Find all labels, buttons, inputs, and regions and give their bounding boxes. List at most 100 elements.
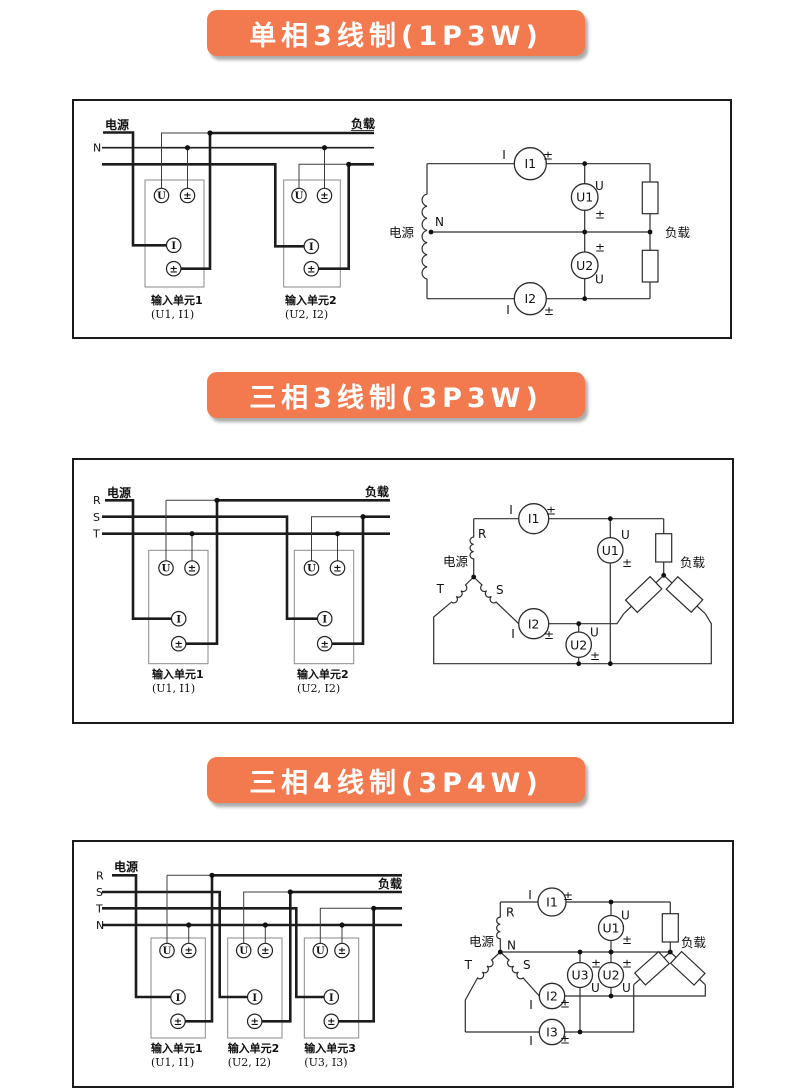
t-source-wire <box>102 907 325 999</box>
load-resistor <box>669 950 706 986</box>
u3-voltage-tap <box>319 907 374 944</box>
i2-meter-label: I2 <box>528 617 540 632</box>
line1-load-wire <box>181 131 374 270</box>
u1-meter-label: U1 <box>576 190 593 205</box>
u1-meter <box>596 536 624 564</box>
pm-terminal-icon <box>246 1013 263 1030</box>
junction-dots <box>497 899 673 1035</box>
u1-meter <box>597 914 625 942</box>
s-source-wire <box>102 890 248 999</box>
terminal-u-label: U <box>239 946 248 957</box>
3p4w-right-schematic: I1 I2 I3 U1 U2 U3 I ± U ± ± U ± U I ± I … <box>464 887 707 1048</box>
phase-r-label: R <box>96 870 104 883</box>
u-terminal-icon <box>153 187 170 204</box>
3p3w-left-wiring: 电源 负载 R S T U ± I ± U ± I ± 输入单元1 (U1, I… <box>92 484 390 695</box>
u2-meter-label: U2 <box>576 258 593 273</box>
input-unit-1-box <box>150 937 206 1039</box>
terminal-pm-label: ± <box>327 1017 335 1028</box>
terminal-pm-label: ± <box>185 946 193 957</box>
source-feed-wire <box>112 874 171 999</box>
u3-meter <box>566 961 594 989</box>
pm-terminal-icon <box>334 942 350 959</box>
phase-s-label: S <box>93 511 100 524</box>
i1-meter <box>537 887 567 917</box>
i1-meter <box>513 147 547 181</box>
terminal-u-label: U <box>162 564 171 575</box>
banner-3p4w-label: 三相4线制(3P4W) <box>249 767 543 799</box>
i1-polarity-mark: ± <box>543 149 553 163</box>
i-terminal-icon <box>170 610 187 627</box>
i2-current-mark: I <box>511 627 515 641</box>
input-unit-2-box <box>227 937 283 1039</box>
u-terminal-icon <box>158 560 174 576</box>
load-resistor <box>665 575 704 614</box>
i2-meter <box>513 282 547 316</box>
i1-meter <box>518 503 550 535</box>
i1-current-mark: I <box>509 503 513 517</box>
i1-current-mark: I <box>502 148 506 162</box>
i2-polarity-mark: ± <box>544 628 554 642</box>
u2-voltage-tap <box>298 163 349 189</box>
input-unit-2-box <box>283 179 341 288</box>
u-terminal-icon <box>303 560 320 576</box>
input-unit-2-caption: 输入单元2 <box>228 1041 280 1055</box>
input-unit-2-channels: (U2, I2) <box>297 682 340 695</box>
input-unit-1-caption: 输入单元1 <box>151 293 203 307</box>
load-resistor <box>655 533 673 563</box>
i2-current-mark: I <box>529 998 533 1012</box>
terminal-pm-label: ± <box>170 265 178 276</box>
i1-meter-label: I1 <box>546 895 558 910</box>
terminal-pm-label: ± <box>321 640 329 651</box>
i1-current-mark: I <box>528 888 532 902</box>
u2-meter <box>565 631 593 659</box>
i-terminal-icon <box>303 238 320 255</box>
u3-voltage-mark: U <box>591 981 600 995</box>
u1-meter-label: U1 <box>602 543 619 558</box>
load-resistor <box>641 181 659 215</box>
i2-polarity-mark: ± <box>544 304 554 318</box>
s-load-wire <box>332 515 390 645</box>
phase-s-label: S <box>496 583 504 597</box>
u2-meter <box>597 961 625 989</box>
u2-meter-label: U2 <box>570 638 587 653</box>
s-phase-coil <box>473 576 520 625</box>
terminal-pm-label: ± <box>338 946 346 957</box>
junction-dots <box>184 130 352 167</box>
i3-line <box>465 984 635 1033</box>
input-unit-3-box <box>303 937 360 1039</box>
phase-t-label: T <box>436 582 445 596</box>
input-unit-1-channels: (U1, I1) <box>151 1056 194 1069</box>
i1-meter-label: I1 <box>528 511 540 526</box>
u-terminal-icon <box>291 187 307 204</box>
banner-3p4w: 三相4线制(3P4W) <box>207 757 585 803</box>
banner-3p3w-label: 三相3线制(3P3W) <box>249 382 543 414</box>
load-label: 负载 <box>378 876 402 891</box>
junction-dots <box>186 872 377 928</box>
phase-t-label: T <box>464 958 473 972</box>
u2-voltage-mark: U <box>595 273 604 287</box>
u2-meter <box>570 251 599 280</box>
load-resistor <box>633 950 671 986</box>
terminal-pm-label: ± <box>333 564 341 575</box>
i-terminal-icon <box>323 989 340 1005</box>
diagram-3p4w: 电源 负载 R S T N U ± I ± U ± I ± U ± I ± 输入… <box>95 859 707 1069</box>
source-label: 电源 <box>389 225 415 240</box>
pm-terminal-icon <box>329 560 346 576</box>
panel-3p3w: 电源 负载 R S T U ± I ± U ± I ± 输入单元1 (U1, I… <box>72 458 734 724</box>
load-resistor <box>624 575 663 614</box>
u-terminal-icon <box>235 942 252 959</box>
terminal-i-label: I <box>309 242 314 253</box>
pm-terminal-icon <box>323 1013 340 1030</box>
phase-s-label: S <box>96 886 103 899</box>
phase-n-label: N <box>96 919 104 932</box>
terminal-pm-label: ± <box>188 564 196 575</box>
t-phase-coil <box>433 576 712 665</box>
banner-3p3w: 三相3线制(3P3W) <box>207 372 585 418</box>
junction-dots <box>189 497 366 537</box>
pm-terminal-icon <box>165 260 182 277</box>
terminal-i-label: I <box>176 615 181 626</box>
terminal-pm-label: ± <box>175 640 183 651</box>
junction-dots <box>428 161 653 302</box>
s-source-wire <box>102 515 318 620</box>
